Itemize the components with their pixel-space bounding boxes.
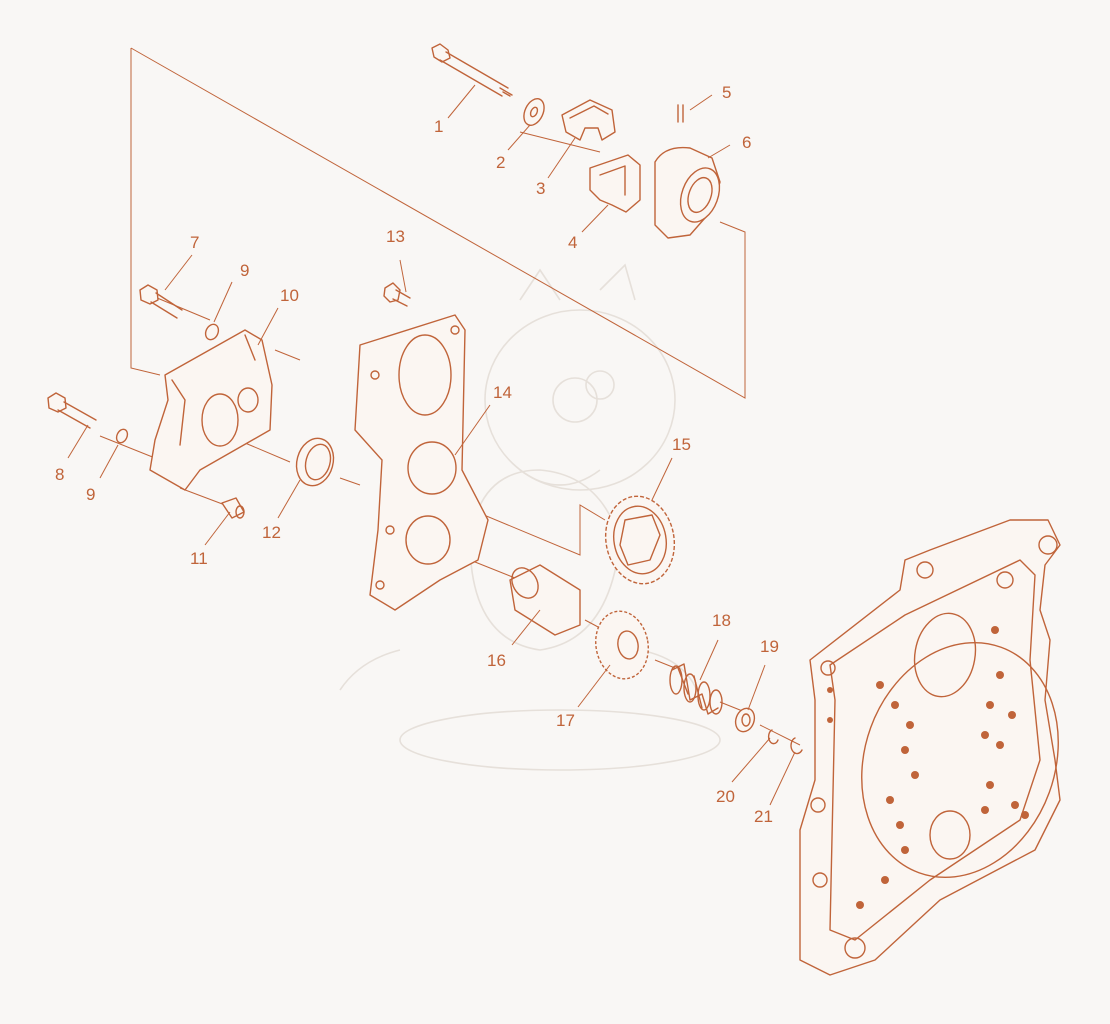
label-part-11: 11: [190, 549, 208, 568]
part-sleeve-11: [221, 497, 245, 519]
part-gear-17: [595, 610, 649, 680]
part-washer-19: [734, 707, 756, 733]
label-part-2: 2: [496, 153, 505, 172]
label-part-5: 5: [722, 83, 731, 102]
label-part-19: 19: [760, 637, 779, 656]
label-part-12: 12: [262, 523, 281, 542]
part-washer-9b: [115, 428, 129, 444]
label-part-17: 17: [556, 711, 575, 730]
part-collar-6: [654, 146, 721, 239]
label-part-4: 4: [568, 233, 577, 252]
part-housing-plate: [799, 519, 1061, 976]
part-gear-15: [604, 495, 676, 585]
part-fork-3: [561, 99, 616, 141]
label-part-18: 18: [712, 611, 731, 630]
label-part-9-lower: 9: [86, 485, 95, 504]
label-part-20: 20: [716, 787, 735, 806]
part-screw-13: [383, 282, 411, 307]
label-part-10: 10: [280, 286, 299, 305]
assembly-lines: [99, 47, 801, 746]
label-part-16: 16: [487, 651, 506, 670]
part-bushing-12: [295, 437, 335, 487]
label-part-1: 1: [434, 117, 443, 136]
part-bracket-4: [589, 154, 641, 213]
label-part-9-upper: 9: [240, 261, 249, 280]
label-part-14: 14: [493, 383, 512, 402]
part-pin-5: [677, 104, 684, 123]
part-bolt-1: [431, 43, 513, 97]
label-part-15: 15: [672, 435, 691, 454]
label-part-7: 7: [190, 233, 199, 252]
leader-lines: [67, 84, 796, 806]
part-circlip-20: [767, 729, 779, 745]
part-labels: 1 2 3 4 5 6 7 9 10 13 14 8 9 12 11 15 16…: [55, 83, 779, 826]
part-screw-8: [47, 392, 97, 429]
label-part-3: 3: [536, 179, 545, 198]
part-circlip-21: [790, 737, 803, 755]
part-gasket-14: [354, 314, 489, 611]
part-washer-2: [523, 98, 545, 126]
label-part-13: 13: [386, 227, 405, 246]
label-part-8: 8: [55, 465, 64, 484]
label-part-6: 6: [742, 133, 751, 152]
part-sleeve-16: [509, 564, 581, 636]
part-washer-9a: [204, 323, 220, 341]
part-screw-7: [139, 284, 183, 319]
label-part-21: 21: [754, 807, 773, 826]
part-clamp-10: [149, 329, 273, 491]
part-spring-18: [669, 663, 723, 715]
